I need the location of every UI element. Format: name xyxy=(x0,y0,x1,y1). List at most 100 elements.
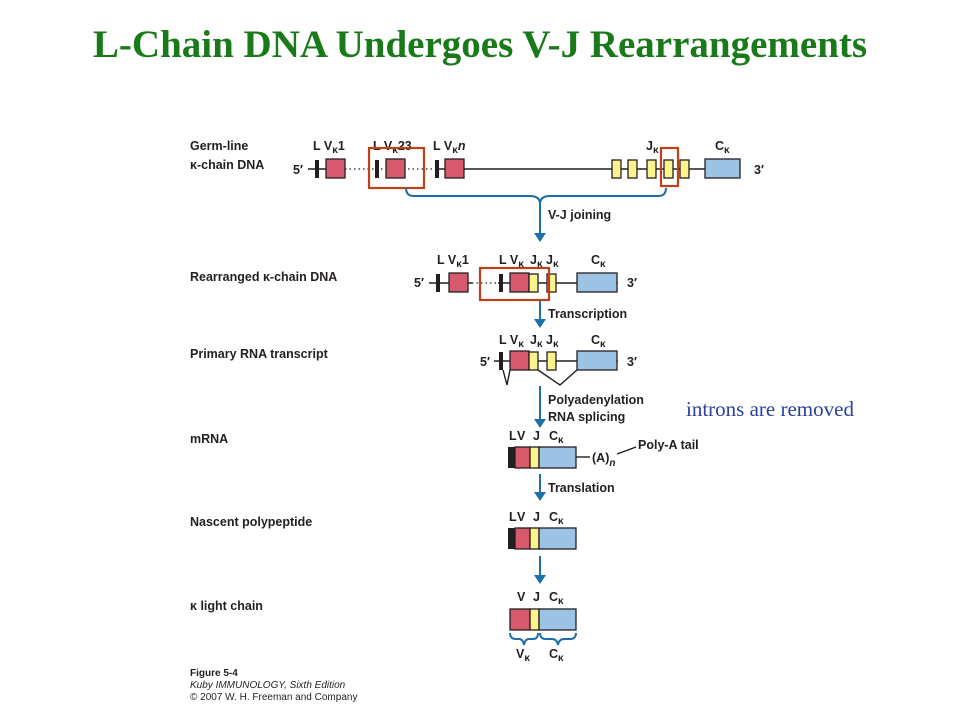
step-rna-splicing: RNA splicing xyxy=(548,410,625,424)
label-vk: Vκ xyxy=(516,647,530,664)
leader-exon xyxy=(508,447,515,468)
label-lvk1: L Vκ1 xyxy=(313,139,345,156)
c-region xyxy=(538,527,577,550)
poly-a: (A)n xyxy=(592,451,615,469)
germline-dna: 5′ 3′ L Vκ1 L Vκ23 L Vκn Jκ Cκ xyxy=(293,139,764,205)
slide-title: L-Chain DNA Undergoes V-J Rearrangements xyxy=(92,23,868,66)
highlight-box-j xyxy=(659,146,680,188)
label-lvk23: L Vκ23 xyxy=(373,139,412,156)
c-segment xyxy=(576,272,618,293)
brace-ck xyxy=(539,632,577,646)
stage-label-germline-1: Germ-line xyxy=(190,139,248,153)
v-segment xyxy=(444,158,465,179)
j-segment xyxy=(528,273,539,293)
book-title: Kuby IMMUNOLOGY, Sixth Edition xyxy=(190,680,346,691)
leader-exon xyxy=(436,274,440,292)
label-j: J xyxy=(533,429,540,443)
label-v: V xyxy=(517,590,526,604)
leader-exon xyxy=(435,160,439,178)
j-segment xyxy=(646,159,657,179)
label-ck: Cκ xyxy=(715,139,730,156)
three-prime-label: 3′ xyxy=(627,276,637,290)
step-transcription: Transcription xyxy=(548,307,627,321)
stage-label-light-chain: κ light chain xyxy=(190,599,263,613)
label-lvk1: L Vκ1 xyxy=(437,253,469,270)
kappa-light-chain: V J Cκ Vκ Cκ xyxy=(509,590,577,664)
j-segment xyxy=(529,446,540,469)
j-segment xyxy=(546,351,557,371)
figure-number: Figure 5-4 xyxy=(190,668,238,679)
j-region xyxy=(529,527,540,550)
label-jk: Jκ xyxy=(530,253,543,270)
j-segment xyxy=(679,159,690,179)
label-ck: Cκ xyxy=(549,590,564,607)
vj-bracket xyxy=(405,187,667,205)
label-v: V xyxy=(517,510,526,524)
stage-label-nascent: Nascent polypeptide xyxy=(190,515,312,529)
stage-label-rearranged: Rearranged κ-chain DNA xyxy=(190,270,337,284)
v-segment xyxy=(509,272,530,293)
j-segment xyxy=(627,159,638,179)
three-prime-label: 3′ xyxy=(754,163,764,177)
step-translation: Translation xyxy=(548,481,615,495)
v-region xyxy=(514,527,531,550)
label-jk: Jκ xyxy=(530,333,543,350)
j-segment xyxy=(528,351,539,371)
highlight-box-vj xyxy=(478,266,551,302)
label-lvkn: L Vκn xyxy=(433,139,466,156)
label-jk: Jκ xyxy=(546,333,559,350)
leader-exon xyxy=(499,352,503,370)
c-region xyxy=(538,608,577,631)
label-jk: Jκ xyxy=(646,139,659,156)
label-ck: Cκ xyxy=(549,647,564,664)
stage-label-primary: Primary RNA transcript xyxy=(190,347,329,361)
v-segment xyxy=(448,272,469,293)
five-prime-label: 5′ xyxy=(414,276,424,290)
leader-exon xyxy=(375,160,379,178)
leader-exon xyxy=(499,274,503,292)
v-segment xyxy=(509,350,530,371)
label-j: J xyxy=(533,510,540,524)
v-region xyxy=(509,608,531,631)
c-segment xyxy=(538,446,577,469)
splice-line xyxy=(537,369,578,386)
label-l: L xyxy=(509,510,517,524)
j-segment xyxy=(546,273,557,293)
brace-vk xyxy=(509,632,539,646)
c-segment xyxy=(576,350,618,371)
leader-exon xyxy=(315,160,319,178)
step-vj-joining: V-J joining xyxy=(548,208,611,222)
label-ck: Cκ xyxy=(549,510,564,527)
mrna: L V J Cκ (A)n Poly-A tail xyxy=(508,429,699,469)
nascent-polypeptide: L V J Cκ xyxy=(508,510,577,550)
label-lvk: L Vκ xyxy=(499,253,524,270)
v-segment xyxy=(325,158,346,179)
introns-annotation: introns are removed xyxy=(686,397,854,421)
label-ck: Cκ xyxy=(591,333,606,350)
leader-peptide xyxy=(508,528,515,549)
primary-transcript: 5′ 3′ L Vκ Jκ Jκ Cκ xyxy=(480,333,637,386)
five-prime-label: 5′ xyxy=(480,355,490,369)
v-segment xyxy=(514,446,531,469)
label-lvk: L Vκ xyxy=(499,333,524,350)
stage-label-germline-2: κ-chain DNA xyxy=(190,158,264,172)
stage-label-mrna: mRNA xyxy=(190,432,228,446)
j-region xyxy=(529,608,540,631)
j-segment xyxy=(611,159,622,179)
three-prime-label: 3′ xyxy=(627,355,637,369)
j-segment xyxy=(663,159,674,179)
label-jk: Jκ xyxy=(546,253,559,270)
label-l: L xyxy=(509,429,517,443)
copyright: © 2007 W. H. Freeman and Company xyxy=(190,692,357,703)
label-ck: Cκ xyxy=(591,253,606,270)
label-ck: Cκ xyxy=(549,429,564,446)
v-segment xyxy=(385,158,406,179)
splice-line xyxy=(502,369,511,386)
label-v: V xyxy=(517,429,526,443)
five-prime-label: 5′ xyxy=(293,163,303,177)
rearranged-dna: 5′ 3′ L Vκ1 L Vκ Jκ Jκ Cκ xyxy=(414,253,637,302)
label-j: J xyxy=(533,590,540,604)
poly-a-tail-label: Poly-A tail xyxy=(638,438,699,452)
c-segment xyxy=(704,158,741,179)
